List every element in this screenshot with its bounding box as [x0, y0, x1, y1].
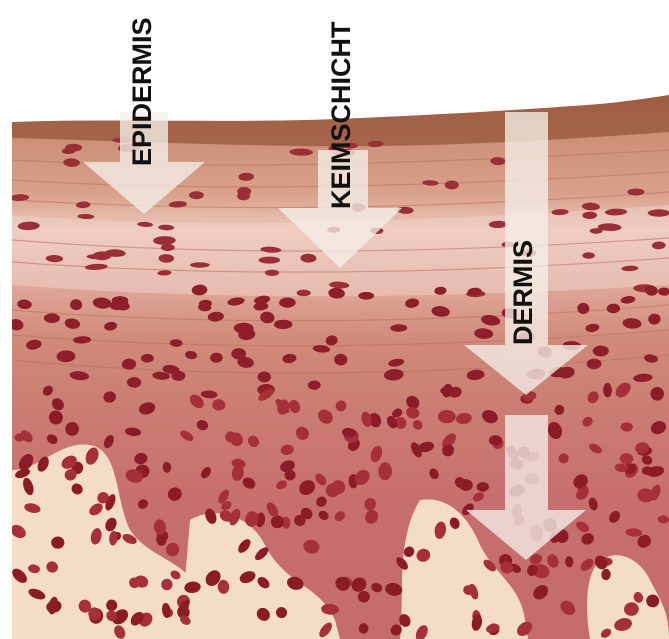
nucleus — [582, 252, 595, 258]
nucleus — [445, 180, 459, 189]
nucleus — [627, 189, 644, 196]
nucleus — [274, 320, 293, 329]
nucleus — [265, 270, 279, 276]
nucleus — [189, 191, 204, 199]
nucleus — [161, 244, 175, 251]
nucleus — [358, 292, 374, 300]
label-dermis: DERMIS — [510, 240, 537, 345]
nucleus — [271, 515, 284, 528]
nucleus — [438, 410, 456, 423]
nucleus — [190, 262, 210, 267]
nucleus — [297, 290, 311, 297]
nucleus — [590, 228, 603, 234]
label-epidermis: EPIDERMIS — [129, 17, 156, 166]
nucleus — [259, 257, 280, 264]
label-keimschicht: KEIMSCHICHT — [328, 22, 355, 210]
